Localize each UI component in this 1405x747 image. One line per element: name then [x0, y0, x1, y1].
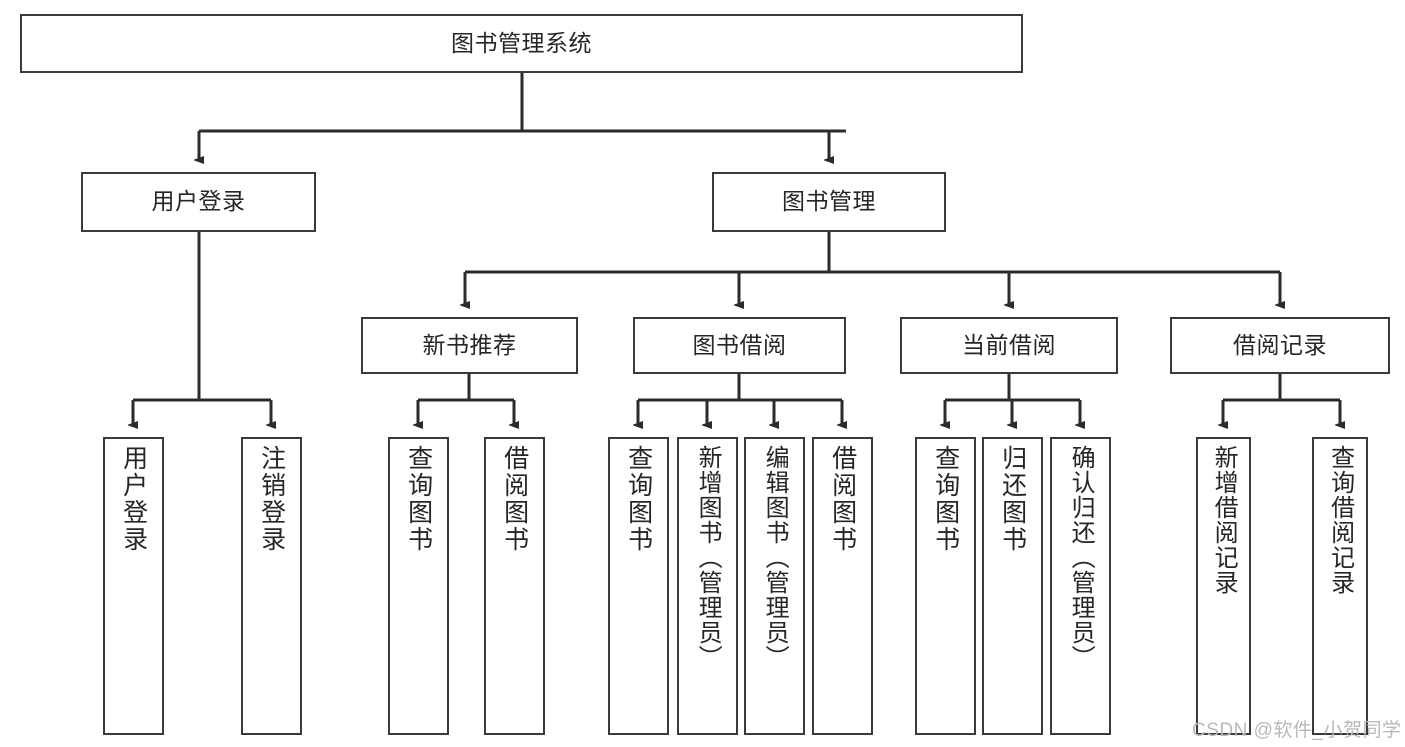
leaf-current-confirm-return-admin[interactable]: 确认归还（管理员）	[1050, 437, 1111, 735]
leaf-record-query-record[interactable]: 查询借阅记录	[1312, 437, 1368, 735]
node-new-book-recommend[interactable]: 新书推荐	[361, 317, 578, 374]
leaf-user-logout[interactable]: 注销登录	[241, 437, 302, 735]
leaf-user-login[interactable]: 用户登录	[103, 437, 164, 735]
leaf-newbook-query-book[interactable]: 查询图书	[388, 437, 449, 735]
node-label: 用户登录	[119, 445, 148, 553]
node-label: 图书管理	[782, 188, 876, 215]
node-label: 用户登录	[151, 188, 246, 215]
node-label: 新书推荐	[422, 331, 517, 358]
node-label: 查询图书	[931, 445, 960, 553]
node-label: 查询借阅记录	[1326, 445, 1354, 595]
node-label: 借阅图书	[500, 445, 529, 553]
leaf-borrow-query-book[interactable]: 查询图书	[608, 437, 669, 735]
watermark: CSDN @软件_小贺同学	[1192, 720, 1402, 741]
leaf-borrow-add-book-admin[interactable]: 新增图书（管理员）	[677, 437, 738, 735]
node-user-login[interactable]: 用户登录	[81, 172, 316, 232]
leaf-borrow-edit-book-admin[interactable]: 编辑图书（管理员）	[744, 437, 805, 735]
leaf-borrow-borrow-book[interactable]: 借阅图书	[812, 437, 873, 735]
node-label: 图书管理系统	[451, 29, 592, 56]
node-current-borrow[interactable]: 当前借阅	[900, 317, 1118, 374]
node-label: 借阅图书	[828, 445, 857, 553]
leaf-newbook-borrow-book[interactable]: 借阅图书	[484, 437, 545, 735]
node-label: 查询图书	[624, 445, 653, 553]
node-label: 查询图书	[404, 445, 433, 553]
node-label: 当前借阅	[962, 331, 1056, 358]
node-book-management[interactable]: 图书管理	[712, 172, 946, 232]
leaf-record-add-record[interactable]: 新增借阅记录	[1196, 437, 1251, 735]
node-label: 编辑图书（管理员）	[761, 445, 789, 670]
node-label: 新增图书（管理员）	[694, 445, 722, 670]
node-label: 确认归还（管理员）	[1067, 445, 1095, 670]
leaf-current-return-book[interactable]: 归还图书	[982, 437, 1043, 735]
node-label: 归还图书	[998, 445, 1027, 553]
leaf-current-query-book[interactable]: 查询图书	[915, 437, 976, 735]
node-book-borrow[interactable]: 图书借阅	[633, 317, 846, 374]
node-label: 新增借阅记录	[1210, 445, 1238, 595]
node-label: 注销登录	[257, 445, 286, 553]
node-label: 借阅记录	[1233, 331, 1327, 358]
node-borrow-record[interactable]: 借阅记录	[1170, 317, 1390, 374]
node-label: 图书借阅	[692, 331, 787, 358]
node-root-system[interactable]: 图书管理系统	[20, 14, 1023, 73]
